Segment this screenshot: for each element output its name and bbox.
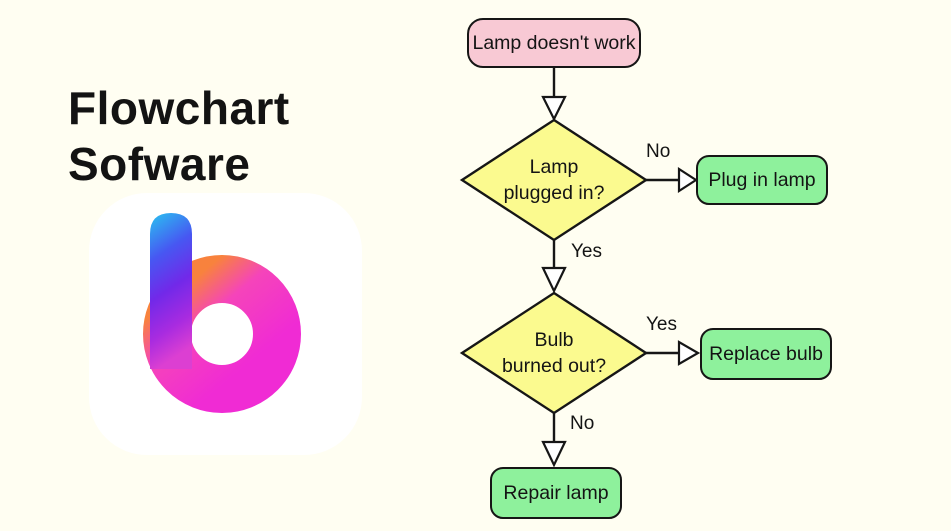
page-title: Flowchart Sofware <box>68 80 290 192</box>
title-line-2: Sofware <box>68 138 251 190</box>
edge-label-no-1: No <box>646 141 671 162</box>
decision1-line2: plugged in? <box>503 182 605 204</box>
node-action-repair-lamp: Repair lamp <box>490 467 622 519</box>
arrowhead-right-2 <box>677 340 701 366</box>
decision2-line1: Bulb <box>534 329 574 351</box>
decision1-diamond <box>459 118 649 242</box>
edge-label-yes-1: Yes <box>571 241 602 262</box>
node-decision2-label: Bulb burned out? <box>474 326 634 380</box>
edge-label-yes-2: Yes <box>646 314 677 335</box>
logo-stem <box>150 213 192 369</box>
node-action-replace-bulb: Replace bulb <box>700 328 832 380</box>
arrowhead-down-2 <box>541 266 567 294</box>
node-action-plug-in-lamp: Plug in lamp <box>696 155 828 205</box>
node-start: Lamp doesn't work <box>467 18 641 68</box>
arrowhead-right-1 <box>677 166 699 194</box>
decision2-line2: burned out? <box>501 355 607 377</box>
decision1-line1: Lamp <box>529 156 579 178</box>
edge-label-no-2: No <box>570 413 595 434</box>
title-line-1: Flowchart <box>68 82 290 134</box>
arrowhead-down-1 <box>541 95 567 122</box>
decision2-diamond <box>459 291 649 415</box>
arrowhead-down-3 <box>541 440 567 468</box>
b-logo-icon <box>143 213 301 413</box>
app-logo-card <box>89 193 362 455</box>
node-decision1-label: Lamp plugged in? <box>474 153 634 207</box>
